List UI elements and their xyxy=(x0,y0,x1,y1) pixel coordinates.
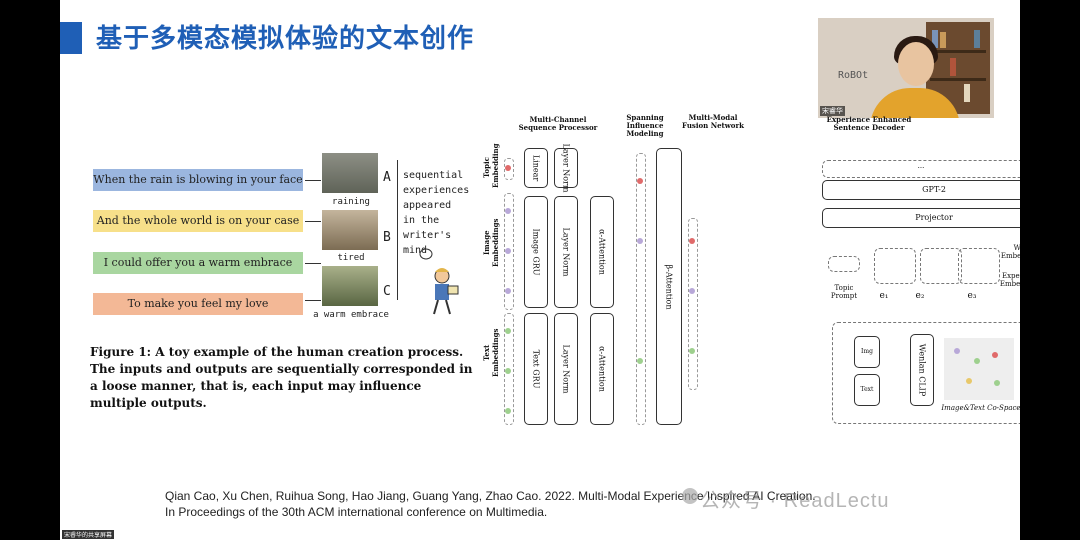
img-input: Img xyxy=(854,336,880,368)
topic-prompt-label: Topic Prompt xyxy=(830,284,858,300)
alpha-attention-image: α-Attention xyxy=(590,196,614,308)
layer-norm-text: Layer Norm xyxy=(554,313,578,425)
rain-caption: raining xyxy=(332,197,370,207)
image-gru-block: Image GRU xyxy=(524,196,548,308)
header-sim: Spanning Influence Modeling xyxy=(626,113,664,138)
clip-module xyxy=(832,322,1020,424)
header-eesd: Experience Enhanced Sentence Decoder xyxy=(826,115,912,132)
lyric-line-4: To make you feel my love xyxy=(93,293,303,315)
lyric-line-1: When the rain is blowing in your face xyxy=(93,169,303,191)
writer-illustration xyxy=(419,248,459,315)
experience-embeddings-label: Experience Embeddings xyxy=(999,272,1020,288)
arrow-c2 xyxy=(305,300,321,301)
sequence-line xyxy=(397,160,398,300)
lyric-line-3: I could offer you a warm embrace xyxy=(93,252,303,274)
citation: Qian Cao, Xu Chen, Ruihua Song, Hao Jian… xyxy=(165,488,816,520)
word-embeddings-label: Word Embeddings xyxy=(1000,244,1020,260)
arrow-a xyxy=(305,180,321,181)
screen-share-label: 宋睿华的共享屏幕 xyxy=(62,530,115,539)
row-image-label: Image Embeddings xyxy=(482,218,500,268)
label-b: B xyxy=(383,230,391,245)
embrace-caption: a warm embrace xyxy=(313,310,389,320)
tired-caption: tired xyxy=(337,253,365,263)
layer-norm-topic: Layer Norm xyxy=(554,144,578,192)
beta-attention-block: β-Attention xyxy=(656,148,682,425)
speaker-video[interactable]: RoBOt 宋睿华 xyxy=(818,18,994,118)
row-topic-label: Topic Embedding xyxy=(482,143,500,188)
wenlan-clip-block: Wenlan CLIP xyxy=(910,334,934,406)
rain-photo xyxy=(322,153,378,193)
text-gru-block: Text GRU xyxy=(524,313,548,425)
speaker-face xyxy=(898,42,934,86)
co-space-plot xyxy=(944,338,1014,400)
tired-photo xyxy=(322,210,378,250)
speaker-name-tag: 宋睿华 xyxy=(820,106,845,116)
figure-caption: Figure 1: A toy example of the human cre… xyxy=(90,345,473,410)
row-text-label: Text Embeddings xyxy=(482,328,500,378)
arrow-c1 xyxy=(305,263,321,264)
header-mcsp: Multi-Channel Sequence Processor xyxy=(518,115,598,132)
layer-norm-image: Layer Norm xyxy=(554,196,578,308)
token-ellipsis: ··· xyxy=(917,164,925,172)
gpt2-block: GPT-2 xyxy=(822,180,1020,200)
architecture-diagram: Multi-Channel Sequence Processor Spannin… xyxy=(482,108,1020,438)
e2-label: e₂ xyxy=(915,291,925,301)
citation-line-2: In Proceedings of the 30th ACM internati… xyxy=(165,505,548,519)
lyric-line-2: And the whole world is on your case xyxy=(93,210,303,232)
wall-poster-text: RoBOt xyxy=(838,70,869,81)
sequential-note: sequential experiences appeared in the w… xyxy=(403,170,470,256)
linear-block: Linear xyxy=(524,148,548,188)
presentation-slide: 基于多模态模拟体验的文本创作 RoBOt 宋睿华 When the rain i… xyxy=(60,0,1020,540)
e3-label: e₃ xyxy=(967,291,977,301)
label-a: A xyxy=(383,170,391,185)
label-c: C xyxy=(383,284,391,299)
alpha-attention-text: α-Attention xyxy=(590,313,614,425)
citation-line-1: Qian Cao, Xu Chen, Ruihua Song, Hao Jian… xyxy=(165,489,816,503)
embrace-photo xyxy=(322,266,378,306)
wechat-icon xyxy=(682,488,698,504)
title-accent-bar xyxy=(60,22,82,54)
watermark: 公众号 · ReadLectu xyxy=(700,490,890,512)
e1-label: e₁ xyxy=(879,291,889,301)
slide-title: 基于多模态模拟体验的文本创作 xyxy=(96,24,475,54)
header-mmfn: Multi-Modal Fusion Network xyxy=(681,113,745,130)
token-row xyxy=(822,160,1020,178)
projector-block: Projector xyxy=(822,208,1020,228)
text-input: Text xyxy=(854,374,880,406)
co-space-label: Image&Text Co-Space xyxy=(941,404,1020,412)
arrow-b xyxy=(305,221,321,222)
